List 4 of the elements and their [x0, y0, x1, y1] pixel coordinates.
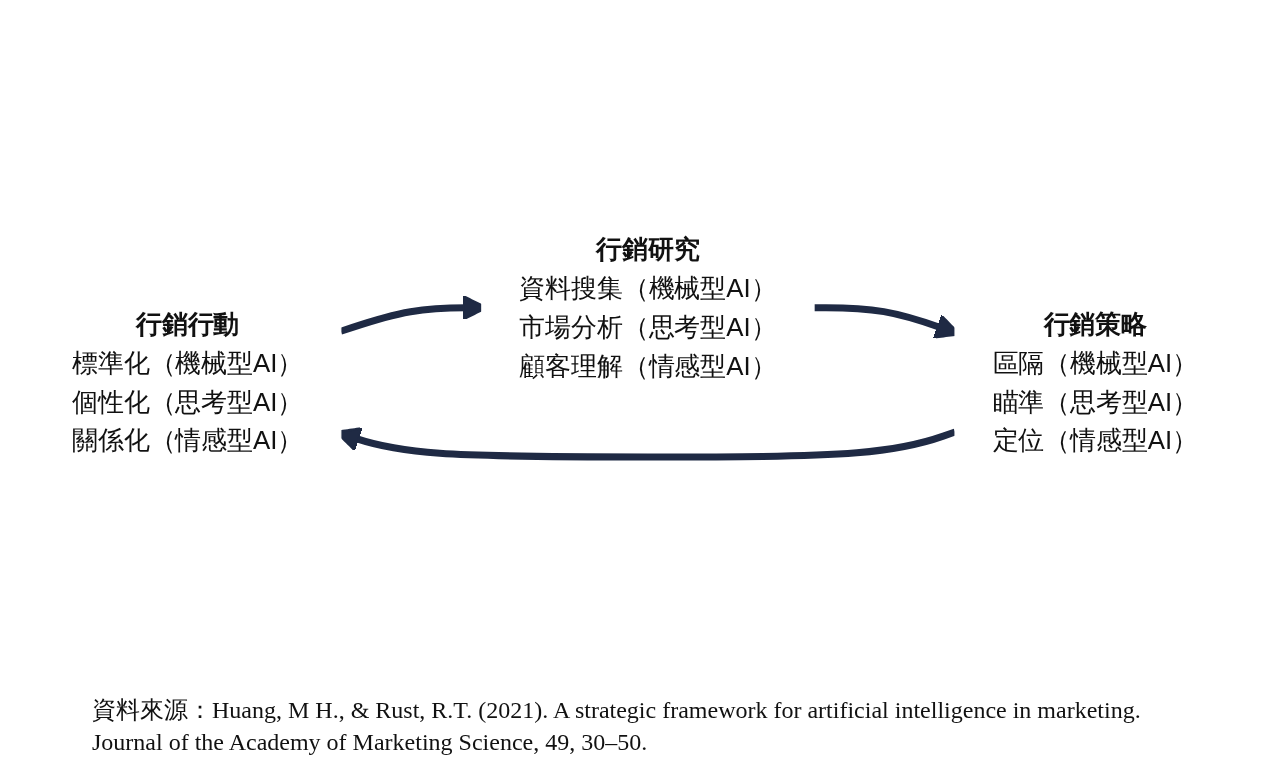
node-text: 行銷策略 區隔（機械型AI） 瞄準（思考型AI） 定位（情感型AI） — [992, 309, 1198, 456]
node-text: 行銷研究 資料搜集（機械型AI） 市場分析（思考型AI） 顧客理解（情感型AI） — [518, 234, 776, 381]
node-text: 行銷行動 標準化（機械型AI） 個性化（思考型AI） 關係化（情感型AI） — [71, 309, 303, 456]
caption: 資料來源：Huang, M H., & Rust, R.T. (2021). A strategic framework for artificial intelligence in marketing. Journal of the Academy of Marketing Science, 49, 30–50. — [92, 696, 1142, 758]
